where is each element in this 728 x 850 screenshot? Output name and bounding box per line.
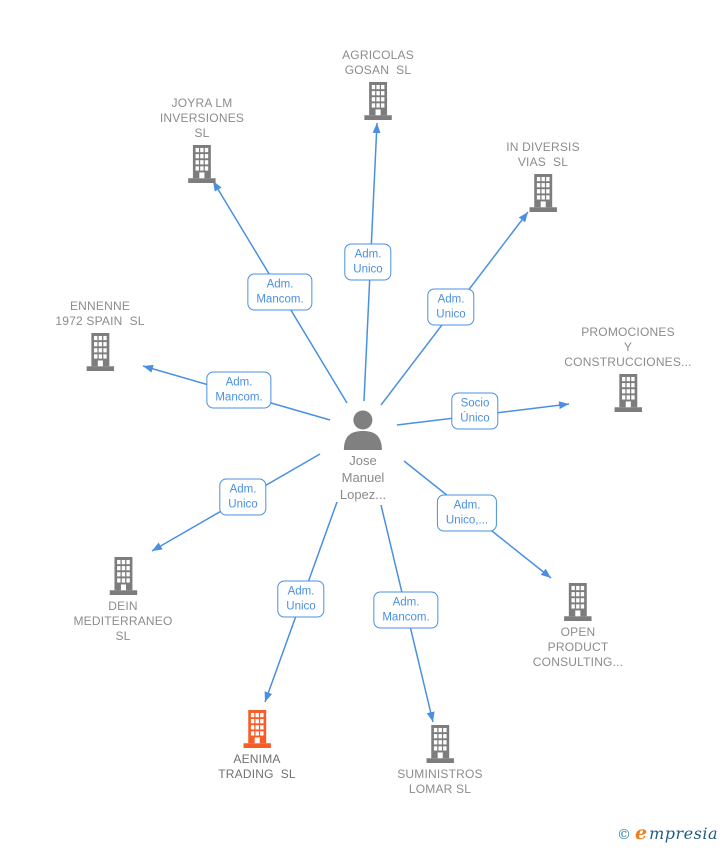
company-name-line: OPEN	[560, 625, 596, 639]
company-name-line: TRADING SL	[218, 767, 296, 781]
edge-label-line: Adm.	[453, 499, 481, 512]
edge-label-line: Socio	[460, 397, 490, 410]
building-icon	[185, 145, 219, 183]
edge-label-dein-mediterraneo: Adm. Unico	[219, 478, 267, 516]
company-name-line: AGRICOLAS	[342, 48, 414, 62]
edge-label-line: Unico	[286, 600, 316, 612]
edge-label-line: Mancom.	[215, 391, 263, 403]
person-name-line: Lopez...	[339, 487, 387, 502]
building-icon	[423, 725, 457, 763]
edge-label-open-product: Adm. Unico,...	[436, 494, 498, 532]
company-name-line: Y	[623, 340, 633, 354]
person-name-line: Manuel	[341, 470, 385, 485]
edge-label-line: Único	[460, 412, 490, 424]
edge-label-line: Unico	[228, 498, 258, 510]
company-name-line: AENIMA	[233, 752, 281, 766]
building-icon	[611, 374, 645, 412]
edge-label-line: Adm.	[266, 278, 294, 291]
edge-label-line: Adm.	[225, 376, 253, 389]
company-name-line: PRODUCT	[547, 640, 609, 654]
company-name-line: VIAS SL	[517, 155, 569, 169]
company-name-line: CONSULTING...	[532, 655, 624, 669]
company-name-line: IN DIVERSIS	[506, 140, 580, 154]
company-name-line: ENNENNE	[69, 299, 131, 313]
edge-label-in-diversis: Adm. Unico	[427, 288, 475, 326]
company-name-line: SL	[115, 629, 131, 643]
company-name-line: MEDITERRANEO	[73, 614, 173, 628]
building-icon	[240, 710, 274, 748]
edge-label-line: Adm.	[354, 248, 382, 261]
edge-label-aenima-trading: Adm. Unico	[277, 580, 325, 618]
building-icon	[526, 174, 560, 212]
copyright-icon: ©	[617, 827, 631, 843]
edge-label-line: Unico	[436, 308, 466, 320]
edge-label-line: Adm.	[229, 483, 257, 496]
brand-initial: e	[635, 822, 648, 844]
company-name-line: DEIN	[108, 599, 138, 613]
building-icon	[83, 333, 117, 371]
company-name-line: SUMINISTROS	[397, 767, 483, 781]
edge-label-line: Adm.	[287, 585, 315, 598]
company-name-line: LOMAR SL	[408, 782, 472, 796]
edge-label-ennenne: Adm. Mancom.	[206, 371, 272, 409]
company-name-line: INVERSIONES	[159, 111, 245, 125]
person-icon	[340, 408, 386, 450]
edge-label-line: Mancom.	[256, 293, 304, 305]
building-icon	[561, 583, 595, 621]
person-name-line: Jose	[349, 453, 377, 468]
building-icon	[106, 557, 140, 595]
company-name-line: 1972 SPAIN SL	[55, 314, 145, 328]
company-name-line: CONSTRUCCIONES...	[564, 355, 692, 369]
edge-label-suministros-lomar: Adm. Mancom.	[373, 591, 439, 629]
edge-label-agricolas-gosan: Adm. Unico	[344, 243, 392, 281]
edge-label-line: Adm.	[437, 293, 465, 306]
company-name-line: JOYRA LM	[171, 96, 233, 110]
brand-text: mpresia	[649, 824, 718, 843]
edge-label-line: Unico	[353, 263, 383, 275]
edge-label-line: Mancom.	[382, 611, 430, 623]
building-icon	[361, 82, 395, 120]
edge-label-line: Adm.	[392, 596, 420, 609]
company-name-line: SL	[194, 126, 210, 140]
edge-label-joyra-lm: Adm. Mancom.	[247, 273, 313, 311]
company-name-line: GOSAN SL	[344, 63, 412, 77]
company-name-line: PROMOCIONES	[581, 325, 675, 339]
edge-label-line: Unico,...	[445, 514, 489, 526]
